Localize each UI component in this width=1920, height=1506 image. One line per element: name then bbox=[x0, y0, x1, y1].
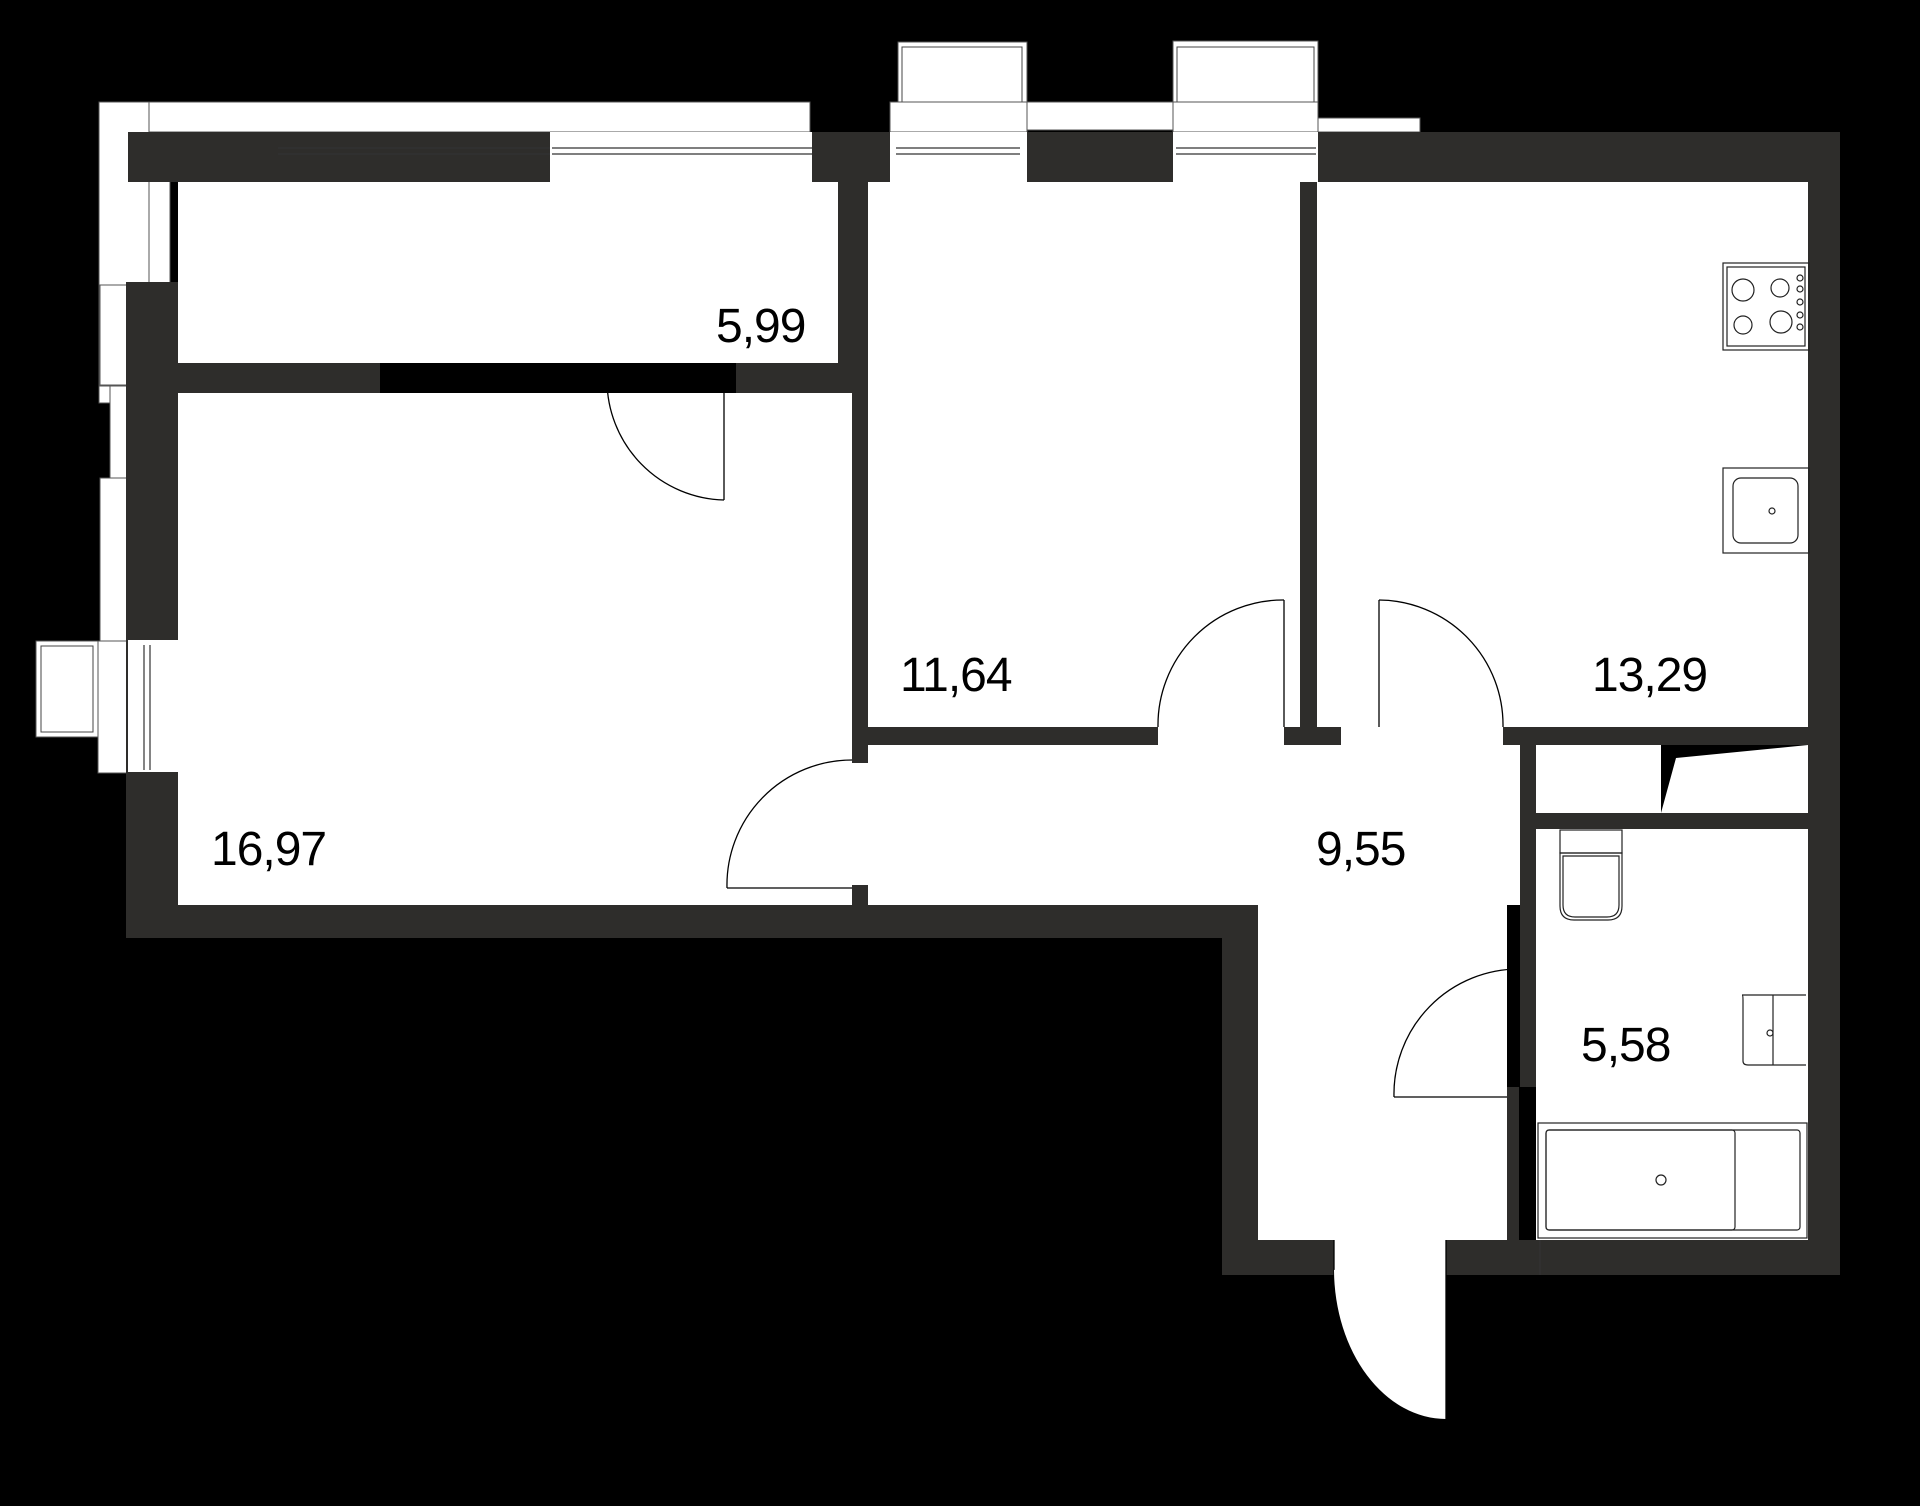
door-bathroom bbox=[1393, 968, 1520, 1098]
bathtub-icon bbox=[1537, 1122, 1808, 1239]
storage-shaft bbox=[1661, 745, 1808, 813]
hall-door-gap2 bbox=[1341, 727, 1503, 745]
room-16-97 bbox=[178, 393, 852, 905]
floors bbox=[128, 132, 1808, 1275]
area-label-13-29: 13,29 bbox=[1592, 649, 1708, 702]
room-13-29 bbox=[1317, 182, 1808, 727]
door-bedroom-left bbox=[726, 759, 853, 889]
room-11-64 bbox=[868, 182, 1300, 727]
kitchen-sink-icon bbox=[1722, 467, 1810, 554]
door-bedroom-middle bbox=[1157, 599, 1285, 728]
windows bbox=[143, 147, 1541, 1275]
hall-upper bbox=[868, 745, 1520, 905]
room-5-58 bbox=[1536, 829, 1808, 1240]
hall-door-gap bbox=[1158, 727, 1284, 745]
toilet-icon bbox=[1559, 829, 1623, 921]
door-balcony bbox=[390, 378, 725, 501]
area-label-16-97: 16,97 bbox=[211, 823, 327, 876]
area-label-11-64: 11,64 bbox=[900, 649, 1013, 702]
area-label-5-99: 5,99 bbox=[716, 300, 806, 353]
area-label-5-58: 5,58 bbox=[1581, 1019, 1671, 1072]
door-kitchen bbox=[1378, 599, 1504, 728]
stove-icon bbox=[1722, 262, 1810, 351]
washbasin-icon bbox=[1741, 994, 1806, 1066]
room-5-99 bbox=[178, 182, 838, 363]
doors bbox=[390, 378, 1520, 1420]
door-entrance bbox=[1333, 1240, 1447, 1420]
area-label-9-55: 9,55 bbox=[1316, 823, 1406, 876]
hall-lower bbox=[1258, 905, 1507, 1240]
